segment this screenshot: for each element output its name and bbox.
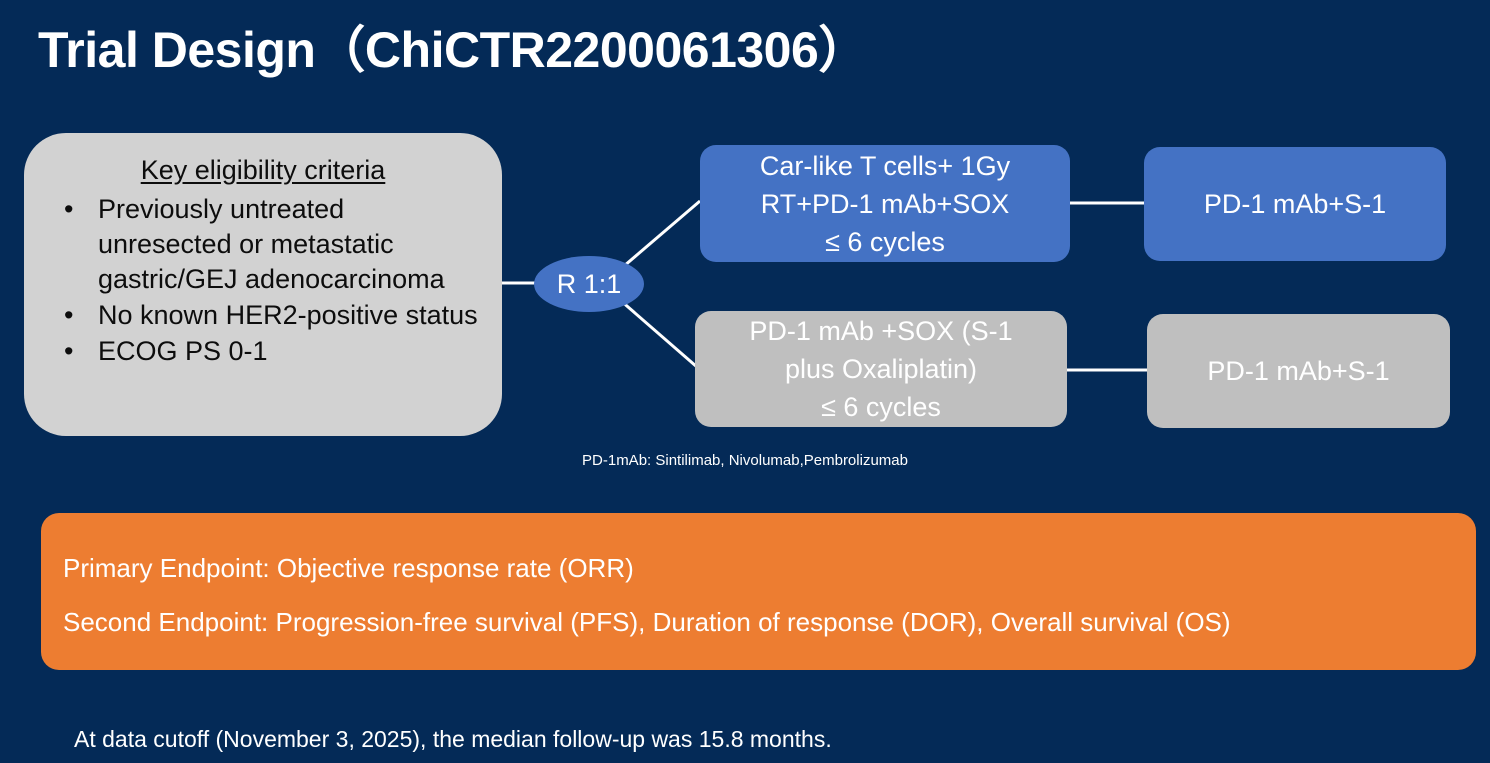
control-treatment-line-1: PD-1 mAb +SOX (S-1 (749, 316, 1013, 346)
bullet-icon: • (64, 194, 74, 224)
list-item: • No known HER2-positive status (42, 298, 484, 333)
eligibility-criteria-box: Key eligibility criteria • Previously un… (24, 133, 502, 436)
experimental-maintenance-label: PD-1 mAb+S-1 (1203, 189, 1387, 219)
secondary-endpoint-text: Second Endpoint: Progression-free surviv… (63, 607, 1231, 637)
experimental-treatment-line-2: RT+PD-1 mAb+SOX (760, 188, 1010, 219)
bullet-icon: • (64, 336, 74, 366)
bullet-icon: • (64, 300, 74, 330)
endpoints-panel: Primary Endpoint: Objective response rat… (41, 513, 1476, 670)
experimental-treatment-line-1: Car-like T cells+ 1Gy (759, 150, 1011, 181)
control-treatment-box: PD-1 mAb +SOX (S-1 plus Oxaliplatin) ≤ 6… (695, 311, 1067, 427)
experimental-treatment-line-3: ≤ 6 cycles (825, 226, 945, 257)
randomization-label: R 1:1 (556, 268, 622, 299)
control-maintenance-box: PD-1 mAb+S-1 (1147, 314, 1450, 428)
eligibility-heading: Key eligibility criteria (140, 155, 386, 185)
randomization-node: R 1:1 (534, 256, 644, 312)
connector-random-to-control (619, 298, 698, 369)
data-cutoff-note: At data cutoff (November 3, 2025), the m… (74, 726, 832, 752)
diagram-footnote: PD-1mAb: Sintilimab, Nivolumab,Pembroliz… (582, 452, 908, 469)
eligibility-list: • Previously untreated unresected or met… (42, 192, 484, 369)
list-item-label: Previously untreated unresected or metas… (98, 194, 445, 294)
list-item: • ECOG PS 0-1 (42, 334, 484, 369)
control-maintenance-label: PD-1 mAb+S-1 (1207, 356, 1390, 386)
connector-random-to-experimental (623, 199, 701, 268)
experimental-maintenance-box: PD-1 mAb+S-1 (1144, 147, 1446, 261)
page-title: Trial Design（ChiCTR2200061306） (38, 22, 868, 78)
list-item: • Previously untreated unresected or met… (42, 192, 484, 297)
control-treatment-line-2: plus Oxaliplatin) (784, 354, 978, 384)
list-item-label: No known HER2-positive status (98, 300, 478, 330)
primary-endpoint-text: Primary Endpoint: Objective response rat… (63, 553, 634, 583)
experimental-treatment-box: Car-like T cells+ 1Gy RT+PD-1 mAb+SOX ≤ … (700, 145, 1070, 262)
control-treatment-line-3: ≤ 6 cycles (821, 392, 941, 422)
list-item-label: ECOG PS 0-1 (98, 336, 268, 366)
